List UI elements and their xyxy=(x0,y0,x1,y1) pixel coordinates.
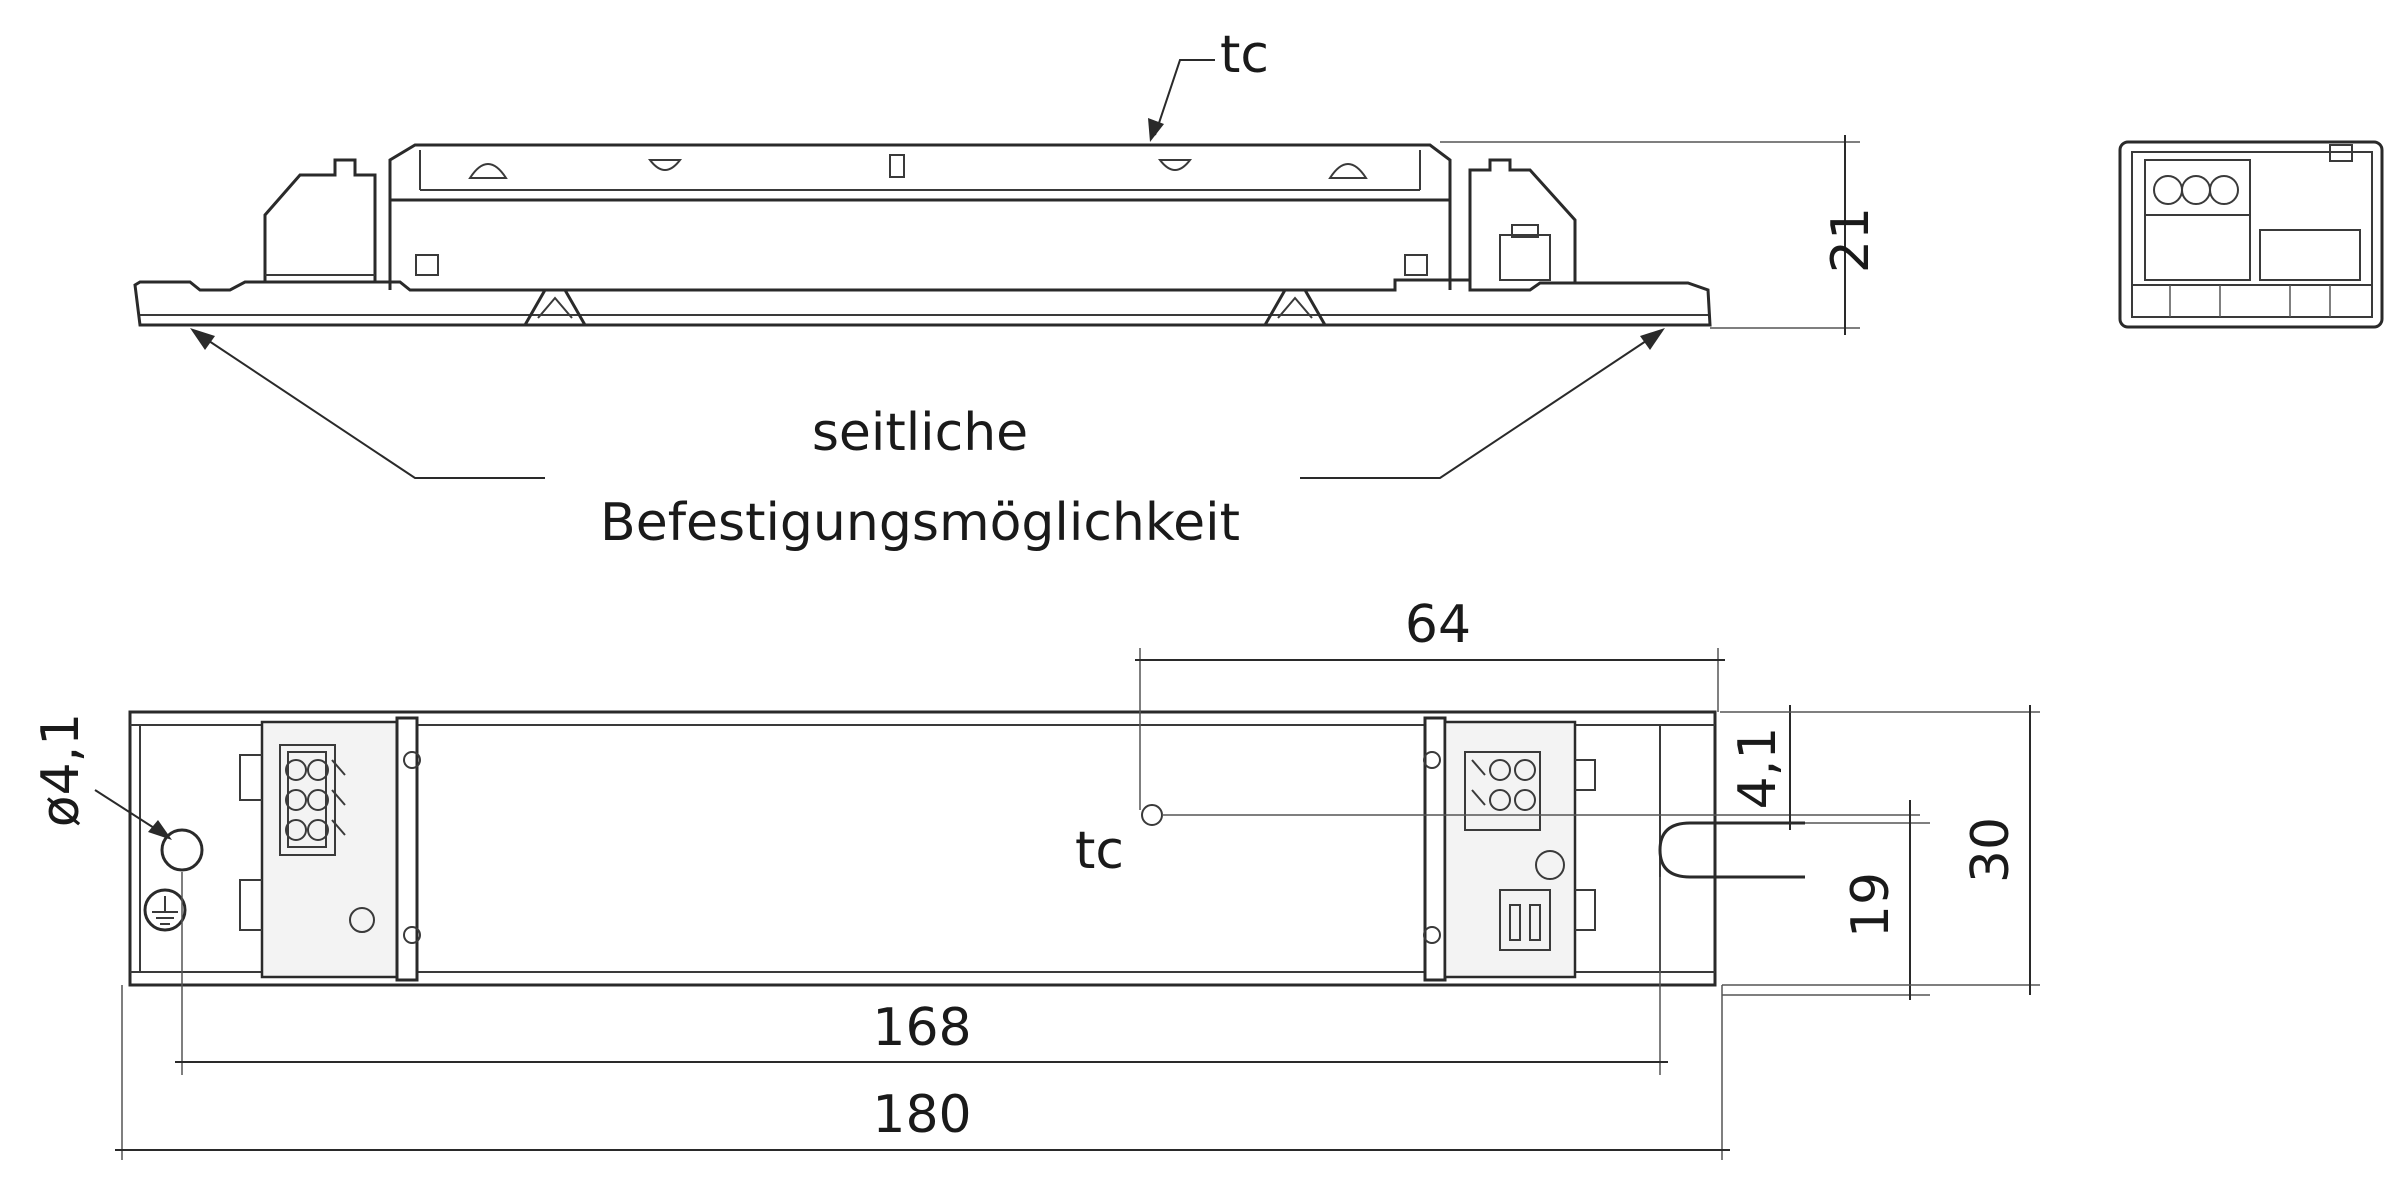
fixing-label-line2: Befestigungsmöglichkeit xyxy=(600,493,1240,553)
fixing-callout: seitliche Befestigungsmöglichkeit xyxy=(190,328,1665,553)
tc-offset-dimension: 64 xyxy=(1135,595,1725,810)
ground-icon xyxy=(143,888,187,932)
tc-label-plan: tc xyxy=(1075,821,1124,881)
length-label: 180 xyxy=(872,1085,971,1145)
tc-offset-label: 64 xyxy=(1405,595,1471,655)
width-dimension: 30 xyxy=(1720,705,2040,995)
tc-y-dimension: 4,1 xyxy=(1162,705,1920,830)
hole-spacing-dimension: 168 xyxy=(175,872,1668,1075)
right-terminals xyxy=(1471,759,1536,811)
tc-y-label: 4,1 xyxy=(1728,727,1788,810)
width-label: 30 xyxy=(1961,817,2021,883)
tc-indicator-side: tc xyxy=(1148,25,1269,142)
hole-diameter-label: ø4,1 xyxy=(31,713,91,828)
hole-diameter-callout: ø4,1 xyxy=(31,713,172,840)
length-dimension: 180 xyxy=(115,985,1730,1160)
height-dimension: 21 xyxy=(1440,135,1881,335)
fixing-label-line1: seitliche xyxy=(812,403,1028,463)
height-label: 21 xyxy=(1821,207,1881,273)
tc-label-top: tc xyxy=(1220,25,1269,85)
plan-view: tc xyxy=(128,710,1805,987)
left-terminals xyxy=(285,759,346,841)
end-view xyxy=(2118,140,2384,329)
slot-y-dimension: 19 xyxy=(1722,800,1930,1000)
side-view xyxy=(133,143,1712,327)
slot-y-label: 19 xyxy=(1841,872,1901,938)
hole-spacing-label: 168 xyxy=(872,998,971,1058)
